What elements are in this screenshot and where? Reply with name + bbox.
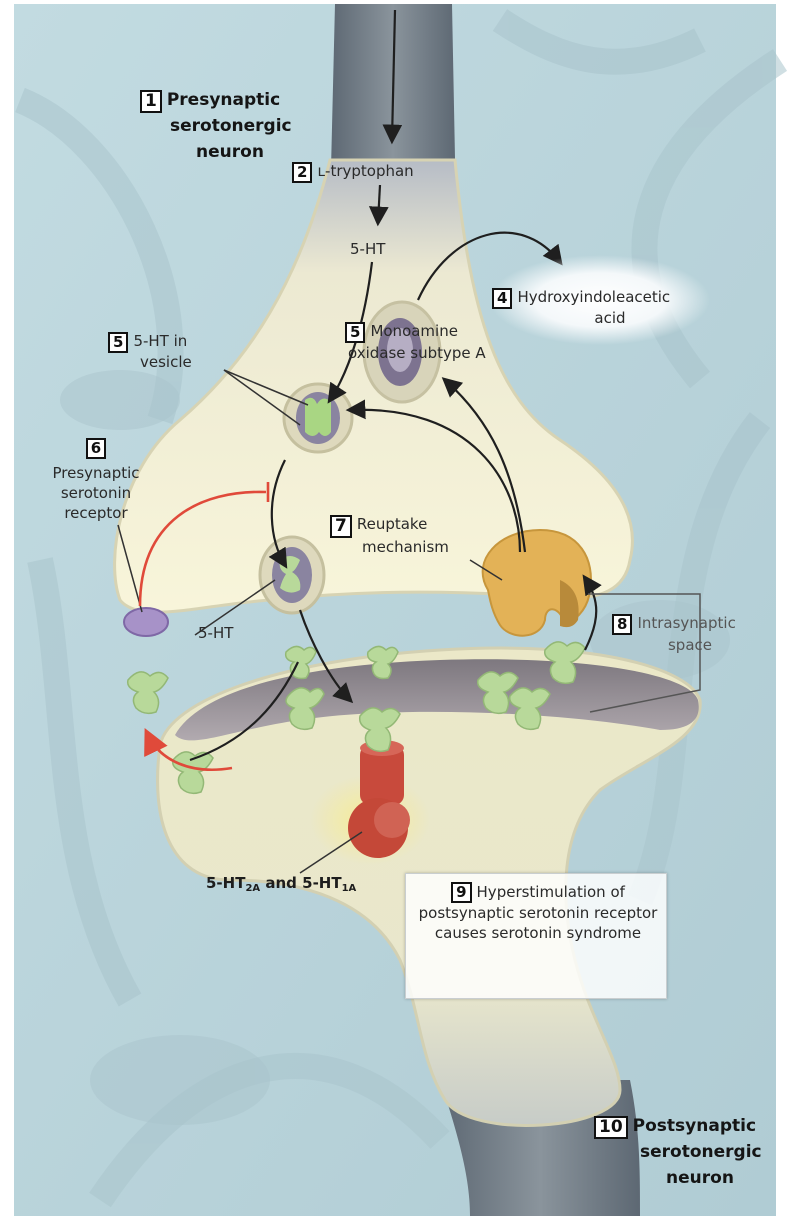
label-hiaa-line2: acid <box>580 309 640 328</box>
label-presynaptic-receptor-line3: receptor <box>36 504 156 523</box>
label-reuptake-mechanism: 7 Reuptake <box>330 515 427 538</box>
label-presynaptic-receptor-line1: Presynaptic <box>36 464 156 483</box>
label-l-tryptophan-text: ʟ-tryptophan <box>317 162 413 180</box>
label-receptor-a-sub: 2A <box>245 883 260 894</box>
reuptake-transporter <box>483 530 591 636</box>
step-badge-2: 2 <box>292 162 312 183</box>
label-presynaptic-receptor-line2: serotonin <box>36 484 156 503</box>
label-presynaptic-receptor: 6 <box>36 438 156 459</box>
label-5ht-in-vesicle: 5 5-HT in <box>108 332 187 353</box>
label-intrasynaptic-line2: space <box>650 636 730 655</box>
step-badge-5a: 5 <box>108 332 128 353</box>
label-intrasynaptic-line1: Intrasynaptic <box>637 614 735 632</box>
step-badge-6: 6 <box>86 438 106 459</box>
label-reuptake-line1: Reuptake <box>357 515 427 533</box>
label-l-tryptophan: 2 ʟ-tryptophan <box>292 162 414 183</box>
label-5ht-in-vesicle-line2: vesicle <box>140 353 192 372</box>
vesicle-upper <box>284 384 352 452</box>
label-receptor-a: 5-HT <box>206 874 245 892</box>
step-badge-7: 7 <box>330 515 352 538</box>
label-postsynaptic-line3: neuron <box>640 1168 760 1189</box>
label-reuptake-line2: mechanism <box>362 538 449 557</box>
label-mao-line1: Monoamine <box>370 322 458 340</box>
step-badge-10: 10 <box>594 1116 628 1139</box>
vesicle-lower <box>260 537 324 613</box>
label-presynaptic-neuron-line2: serotonergic <box>170 116 290 137</box>
step-badge-4: 4 <box>492 288 512 309</box>
label-postsynaptic-receptors: 5-HT2A and 5-HT1A <box>206 874 356 898</box>
label-intrasynaptic-space: 8 Intrasynaptic <box>612 614 736 635</box>
label-receptor-mid: and 5-HT <box>260 874 341 892</box>
label-postsynaptic-line2: serotonergic <box>640 1142 760 1163</box>
label-mao-line2: oxidase subtype A <box>348 344 486 363</box>
label-presynaptic-neuron-line3: neuron <box>170 142 290 163</box>
step-badge-8: 8 <box>612 614 632 635</box>
label-5ht-synthesis: 5-HT <box>350 240 385 259</box>
label-5ht-in-vesicle-line1: 5-HT in <box>133 332 187 350</box>
label-presynaptic-neuron-line1: Presynaptic <box>167 90 280 110</box>
step-badge-1: 1 <box>140 90 162 113</box>
step-badge-5b: 5 <box>345 322 365 343</box>
label-hydroxyindoleacetic-acid: 4 Hydroxyindoleacetic <box>492 288 670 309</box>
label-5ht-synaptic: 5-HT <box>198 624 233 643</box>
label-receptor-b-sub: 1A <box>342 883 357 894</box>
presynaptic-receptor <box>124 608 168 636</box>
label-monoamine-oxidase: 5 Monoamine <box>345 322 458 343</box>
step-badge-9: 9 <box>451 882 471 903</box>
label-postsynaptic-line1: Postsynaptic <box>633 1116 756 1136</box>
label-hiaa-line1: Hydroxyindoleacetic <box>517 288 670 306</box>
